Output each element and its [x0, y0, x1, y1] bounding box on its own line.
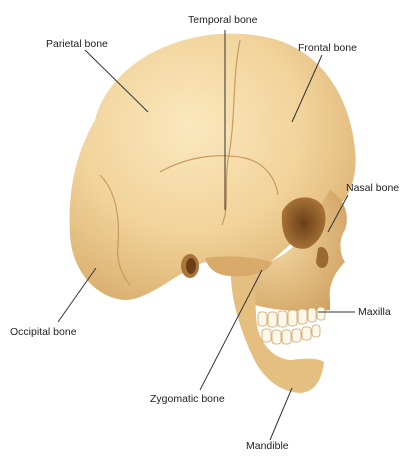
label-occipital-bone: Occipital bone: [10, 326, 77, 338]
label-mandible: Mandible: [246, 440, 289, 452]
label-parietal-bone: Parietal bone: [46, 38, 108, 50]
label-zygomatic-bone: Zygomatic bone: [150, 393, 225, 405]
leader-occipital: [58, 268, 96, 322]
upper-teeth: [258, 307, 325, 327]
label-temporal-bone: Temporal bone: [188, 14, 257, 26]
leader-mandible: [270, 388, 292, 440]
lower-teeth: [262, 325, 320, 344]
ear-canal-inner: [186, 258, 196, 274]
label-maxilla: Maxilla: [358, 306, 391, 318]
label-nasal-bone: Nasal bone: [346, 182, 399, 194]
label-frontal-bone: Frontal bone: [298, 42, 357, 54]
